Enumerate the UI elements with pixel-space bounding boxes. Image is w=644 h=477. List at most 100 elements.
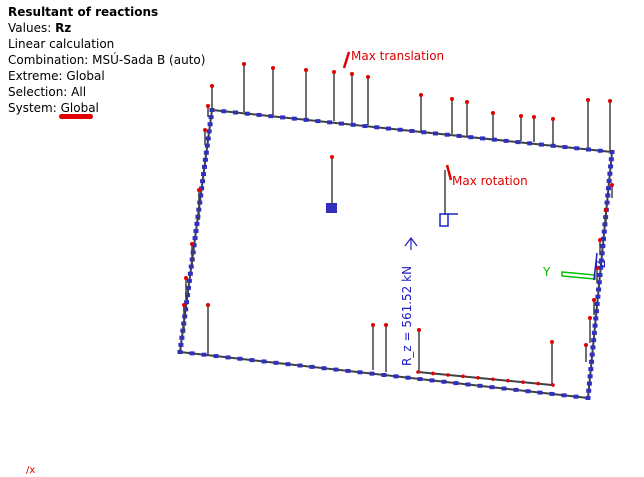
support-square	[598, 265, 604, 270]
reaction-dot	[384, 323, 388, 327]
support-square	[465, 382, 471, 387]
support-square	[200, 179, 206, 184]
support-square	[233, 110, 239, 115]
support-square	[433, 131, 439, 136]
support-square	[597, 148, 603, 153]
support-square	[574, 146, 580, 151]
support-square	[592, 323, 598, 328]
support-square	[604, 200, 610, 205]
frame-edge	[417, 371, 553, 386]
y-axis-arrow-icon	[561, 271, 596, 280]
resultant-arrow-icon	[404, 237, 418, 250]
values-value: Rz	[55, 21, 72, 35]
support-square	[249, 358, 255, 363]
support-square	[191, 243, 197, 248]
reaction-dot	[586, 98, 590, 102]
reaction-dot	[506, 378, 510, 383]
support-square	[417, 377, 423, 382]
support-square	[601, 236, 607, 241]
reaction-dot	[532, 115, 536, 119]
reaction-dot	[416, 370, 420, 374]
reaction-dot	[446, 373, 450, 377]
reaction-dot	[519, 114, 523, 118]
node-marker[interactable]	[326, 203, 337, 213]
reaction-dot	[598, 238, 602, 242]
support-square	[201, 352, 207, 357]
reaction-vectors	[182, 62, 614, 387]
support-square	[586, 388, 592, 393]
reaction-dot	[584, 343, 588, 347]
support-square	[198, 193, 204, 198]
support-square	[178, 342, 184, 347]
max-rotation-arrow	[445, 164, 453, 181]
support-square	[183, 307, 189, 312]
support-square	[309, 364, 315, 369]
support-square	[345, 368, 351, 373]
calc-line: Linear calculation	[8, 37, 115, 51]
support-square	[184, 300, 190, 305]
system-value: Global	[60, 101, 99, 115]
corner-axis-mark: /x	[26, 465, 36, 476]
reaction-dot	[210, 84, 214, 88]
support-square	[357, 370, 363, 375]
support-square	[201, 172, 207, 177]
support-square	[213, 354, 219, 359]
support-square	[291, 116, 297, 121]
support-square	[280, 115, 286, 120]
support-square	[600, 244, 606, 249]
support-square	[480, 136, 486, 141]
support-square	[202, 157, 208, 162]
support-square	[208, 115, 214, 120]
support-square	[195, 214, 201, 219]
reaction-dot	[203, 128, 207, 132]
support-square	[192, 236, 198, 241]
support-square	[601, 229, 607, 234]
support-square	[573, 394, 579, 399]
reaction-dot	[592, 298, 596, 302]
support-square	[607, 171, 613, 176]
result-info-panel: Resultant of reactions Values: Rz Linear…	[8, 4, 205, 116]
support-square	[596, 280, 602, 285]
reaction-dot	[461, 374, 465, 379]
reaction-dot	[184, 276, 188, 280]
support-square	[594, 301, 600, 306]
support-square	[599, 251, 605, 256]
support-square	[261, 359, 267, 364]
support-square	[225, 355, 231, 360]
support-square	[268, 114, 274, 119]
support-square	[608, 157, 614, 162]
support-square	[501, 386, 507, 391]
support-square	[194, 221, 200, 226]
support-square	[206, 129, 212, 134]
support-square	[244, 111, 250, 116]
support-square	[588, 367, 594, 372]
support-square	[190, 250, 196, 255]
max-translation-arrow	[342, 51, 351, 69]
values-label: Values:	[8, 21, 56, 35]
support-square	[489, 385, 495, 390]
support-square	[589, 352, 595, 357]
support-square	[527, 141, 533, 146]
reaction-dot	[550, 340, 554, 344]
reaction-dot	[536, 381, 540, 386]
reaction-dot	[417, 328, 421, 332]
reaction-dot	[350, 72, 354, 76]
values-line: Values: Rz	[8, 20, 205, 36]
reaction-dot	[431, 371, 435, 376]
support-square	[273, 360, 279, 365]
reaction-dot	[588, 316, 592, 320]
support-square	[537, 390, 543, 395]
combination-line: Combination: MSÚ-Sada B (auto)	[8, 53, 206, 67]
support-square	[597, 273, 603, 277]
support-square	[591, 338, 597, 343]
support-square	[188, 264, 194, 269]
support-square	[185, 293, 191, 298]
support-square	[515, 140, 521, 145]
reaction-dot	[610, 183, 614, 187]
support-square	[606, 178, 612, 183]
support-square	[180, 328, 186, 333]
support-square	[585, 147, 591, 152]
support-square	[303, 117, 309, 122]
support-square	[561, 393, 567, 398]
